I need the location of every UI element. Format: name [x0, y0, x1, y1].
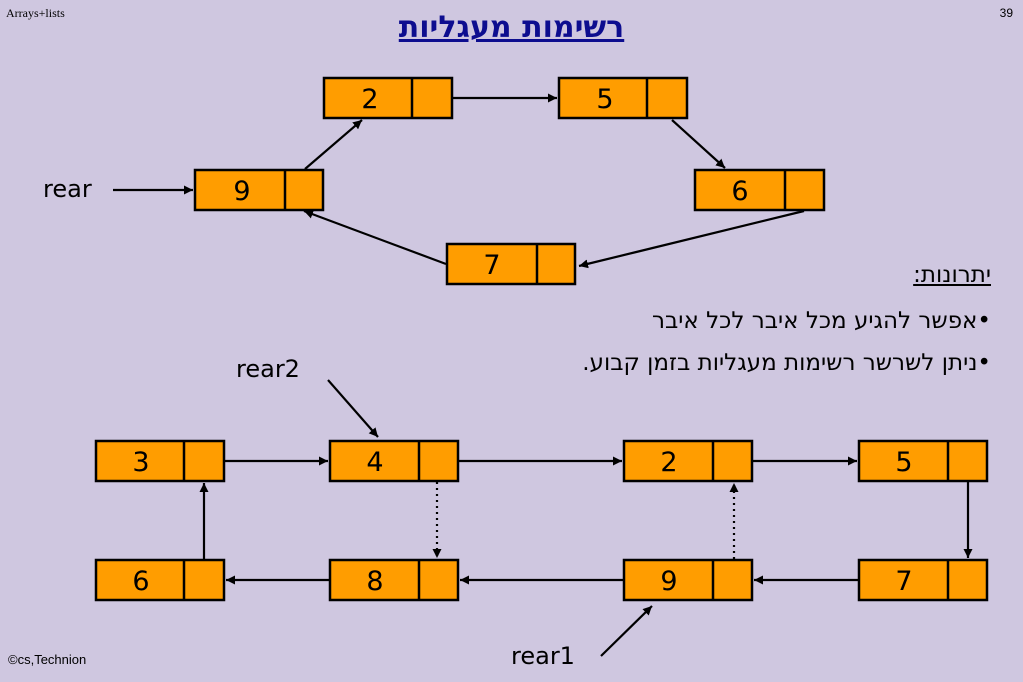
link-arrow: [671, 119, 726, 169]
list-node: 2: [322, 76, 454, 120]
list-node: 9: [622, 558, 754, 602]
node-value: 3: [132, 447, 149, 478]
node-value: 7: [895, 566, 912, 597]
rear1-pointer-label: rear1: [511, 642, 575, 670]
rear2-pointer-label: rear2: [236, 355, 300, 383]
list-node: 3: [94, 439, 226, 483]
slide-header-label: Arrays+lists: [6, 6, 65, 20]
slide-title: רשימות מעגליות: [398, 10, 625, 45]
node-value: 5: [895, 447, 912, 478]
list-node: 6: [94, 558, 226, 602]
advantages-heading: יתרונות:: [913, 262, 991, 288]
list-node: 6: [693, 168, 826, 212]
list-node: 8: [328, 558, 460, 602]
list-node: 5: [857, 439, 989, 483]
copyright-footer: ©cs,Technion: [8, 652, 87, 667]
list-node: 7: [857, 558, 989, 602]
advantage-bullet-1: •אפשר להגיע מכל איבר לכל איבר: [651, 308, 991, 334]
node-value: 2: [660, 447, 677, 478]
rear1-pointer-arrow: [600, 605, 653, 657]
list-node: 4: [328, 439, 460, 483]
node-value: 7: [483, 250, 500, 281]
link-arrow: [304, 119, 363, 170]
node-value: 6: [132, 566, 149, 597]
advantage-bullet-2: •ניתן לשרשר רשימות מעגליות בזמן קבוע.: [582, 350, 991, 376]
node-value: 4: [366, 447, 383, 478]
node-value: 8: [366, 566, 383, 597]
node-value: 6: [731, 176, 748, 207]
list-node: 5: [557, 76, 689, 120]
list-node: 2: [622, 439, 754, 483]
link-arrow: [303, 209, 447, 266]
node-value: 9: [233, 176, 250, 207]
link-arrow: [578, 209, 805, 269]
rear2-pointer-arrow: [327, 379, 379, 438]
node-value: 5: [596, 84, 613, 115]
rear-pointer-label: rear: [43, 175, 92, 203]
node-value: 2: [361, 84, 378, 115]
slide-page-number: 39: [999, 6, 1013, 20]
list-node: 9: [193, 168, 325, 212]
node-value: 9: [660, 566, 677, 597]
list-node: 7: [445, 242, 577, 286]
